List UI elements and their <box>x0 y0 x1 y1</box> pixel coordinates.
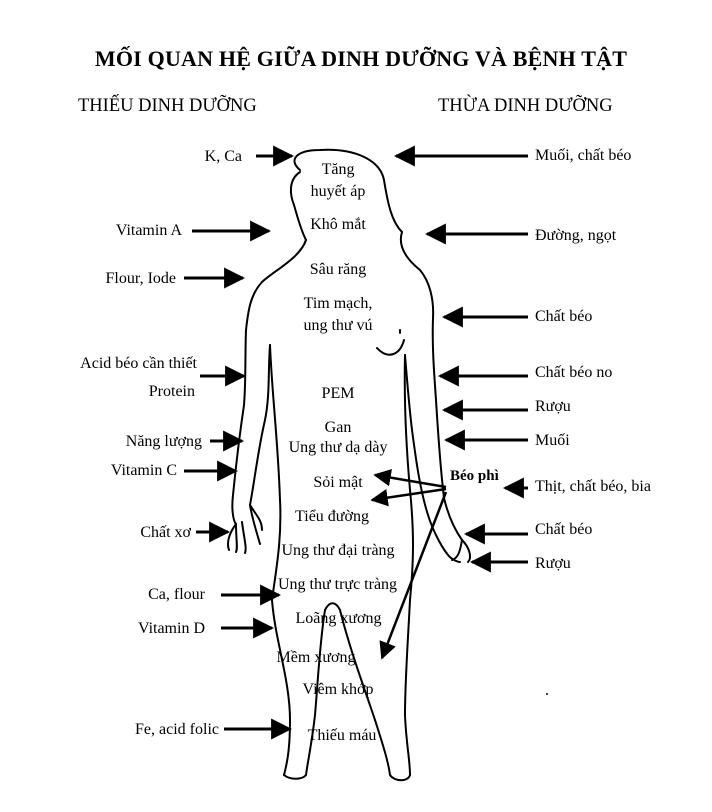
head-outline <box>293 148 403 233</box>
right-hand <box>427 514 471 563</box>
label-muoi-chat-beo: Muối, chất béo <box>535 147 632 164</box>
left-arm-inner <box>249 344 271 506</box>
body-label-thieu-mau: Thiếu máu <box>307 727 377 744</box>
body-label-huyet-ap: huyết áp <box>310 183 366 200</box>
label-chat-xo: Chất xơ <box>140 524 191 541</box>
body-label-ung-thu-da-day: Ung thư dạ dày <box>288 439 388 456</box>
left-arm-outer <box>231 329 247 525</box>
body-label-loang-xuong: Loãng xương <box>295 610 382 627</box>
label-flour-iode: Flour, Iode <box>105 270 176 287</box>
label-acid-beo: Acid béo cần thiết <box>80 355 197 372</box>
label-chat-beo-2: Chất béo <box>535 521 593 538</box>
label-ruou-1: Rượu <box>535 398 571 415</box>
body-label-kho-mat: Khô mắt <box>310 216 366 233</box>
body-label-viem-khop: Viêm khớp <box>302 681 374 698</box>
left-shoulder <box>245 239 307 331</box>
label-ruou-2: Rượu <box>535 555 571 572</box>
left-leg-outer <box>271 599 291 776</box>
body-label-sau-rang: Sâu răng <box>309 261 367 278</box>
body-label-ung-thu-truc-trang: Ung thư trực tràng <box>277 576 398 593</box>
right-arm-outer <box>431 317 463 541</box>
right-arrows <box>393 145 528 573</box>
arrow-beo-phi-tieu-duong <box>370 487 447 507</box>
label-chat-beo-no: Chất béo no <box>535 364 613 381</box>
diagram-title: MỐI QUAN HỆ GIỮA DINH DƯỠNG VÀ BỆNH TẬT <box>94 46 628 71</box>
right-heading: THỪA DINH DƯỠNG <box>438 96 613 116</box>
body-label-ung-thu-vu: ung thư vú <box>303 317 373 334</box>
body-label-gan: Gan <box>324 419 352 436</box>
body-label-beo-phi: Béo phì <box>450 468 499 484</box>
label-duong-ngot: Đường, ngọt <box>535 227 617 244</box>
label-vitamin-d: Vitamin D <box>137 620 205 637</box>
right-leg-outer <box>404 599 411 776</box>
body-label-tieu-duong: Tiểu đường <box>295 508 369 525</box>
crotch-line <box>324 602 341 611</box>
label-chat-beo-1: Chất béo <box>535 308 593 325</box>
label-vitamin-c: Vitamin C <box>110 462 177 479</box>
body-label-pem: PEM <box>321 385 355 402</box>
label-muoi: Muối <box>535 432 570 449</box>
label-nang-luong: Năng lượng <box>125 433 202 450</box>
label-k-ca: K, Ca <box>204 148 242 165</box>
arrow-beo-phi-soi-mat <box>373 468 447 489</box>
label-ca-flour: Ca, flour <box>148 586 205 603</box>
right-shoulder <box>400 231 435 319</box>
right-leg-inner <box>339 609 391 776</box>
left-foot <box>283 774 307 780</box>
left-leg-inner <box>305 609 326 776</box>
body-label-tang: Tăng <box>321 161 355 178</box>
left-arrows <box>184 145 295 740</box>
body-label-tim-mach: Tim mạch, <box>303 295 373 312</box>
body-label-soi-mat: Sỏi mật <box>313 474 363 491</box>
arrow-beo-phi-mem-xuong <box>379 491 448 660</box>
beo-phi-arrows <box>370 468 448 660</box>
body-label-mem-xuong: Mềm xương <box>276 649 356 666</box>
right-foot <box>389 774 411 782</box>
chest-line <box>376 339 405 356</box>
label-vitamin-a: Vitamin A <box>115 222 182 239</box>
label-thit-chat-beo-bia: Thịt, chất béo, bia <box>535 478 651 495</box>
stray-dot <box>546 693 548 695</box>
face-outline <box>289 171 307 241</box>
label-fe-acid-folic: Fe, acid folic <box>135 721 219 738</box>
label-protein: Protein <box>148 383 195 400</box>
body-label-ung-thu-dai-trang: Ung thư đại tràng <box>281 542 395 559</box>
left-heading: THIẾU DINH DƯỠNG <box>78 96 257 116</box>
torso-right <box>403 354 414 601</box>
torso-left <box>269 344 282 601</box>
